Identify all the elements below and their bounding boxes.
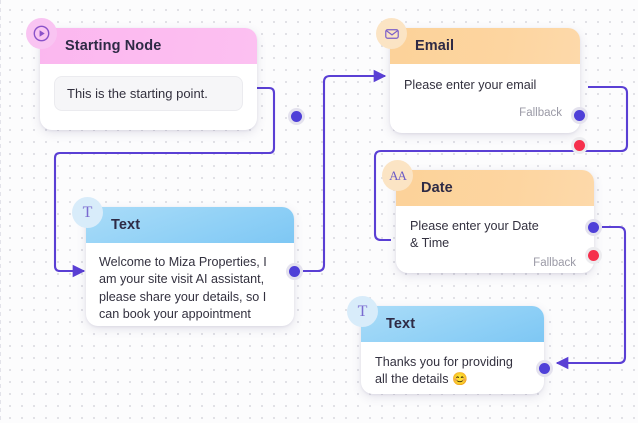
output-port-text-welcome[interactable] — [286, 263, 303, 280]
email-prompt-text: Please enter your email — [404, 78, 537, 92]
node-body-text-thanks: Thanks you for providing all the details… — [361, 342, 544, 401]
output-port-start[interactable] — [288, 108, 305, 125]
fallback-row-email: Fallback — [404, 107, 562, 119]
node-title: Text — [386, 316, 416, 332]
node-header-text-thanks: Text — [361, 306, 544, 342]
t-glyph: T — [357, 302, 368, 320]
date-prompt-text: Please enter your Date & Time — [410, 219, 539, 251]
envelope-icon — [376, 18, 407, 49]
node-date[interactable]: AA Date Please enter your Date & Time Fa… — [382, 160, 602, 273]
port-dot — [588, 222, 599, 233]
welcome-prompt-text: Welcome to Miza Properties, I am your si… — [99, 255, 267, 322]
node-text-thanks[interactable]: T Text Thanks you for providing all the … — [347, 296, 553, 394]
aa-text-icon: AA — [382, 160, 413, 191]
node-header-email: Email — [390, 28, 580, 64]
output-port-text-thanks[interactable] — [536, 360, 553, 377]
output-port-date[interactable] — [585, 219, 602, 236]
node-header-text-welcome: Text — [86, 207, 294, 243]
node-text-welcome[interactable]: T Text Welcome to Miza Properties, I am … — [72, 197, 303, 326]
node-title: Starting Node — [65, 38, 162, 54]
port-dot — [289, 266, 300, 277]
node-email[interactable]: Email Please enter your email Fallback — [376, 18, 588, 154]
fallback-port-date[interactable] — [585, 247, 602, 264]
fallback-port-email[interactable] — [571, 137, 588, 154]
aa-glyph: AA — [389, 167, 407, 183]
canvas-left-rail — [0, 0, 1, 423]
fallback-label: Fallback — [533, 256, 576, 269]
fallback-label: Fallback — [519, 107, 562, 120]
fallback-row-date: Fallback — [410, 257, 576, 269]
port-dot — [539, 363, 550, 374]
node-header-date: Date — [396, 170, 594, 206]
port-dot — [291, 111, 302, 122]
output-port-email[interactable] — [571, 107, 588, 124]
node-body-start: This is the starting point. — [40, 64, 257, 125]
node-title: Date — [421, 180, 453, 196]
thanks-prompt-text: Thanks you for providing all the details… — [375, 355, 513, 387]
node-header-start: Starting Node — [40, 28, 257, 64]
text-t-icon: T — [72, 197, 103, 228]
edge-text-welcome-to-email — [303, 69, 387, 273]
node-title: Email — [415, 38, 455, 54]
node-body-date: Please enter your Date & Time Fallback — [396, 206, 594, 279]
node-title: Text — [111, 217, 141, 233]
play-icon — [26, 18, 57, 49]
text-t-icon: T — [347, 296, 378, 327]
t-glyph: T — [82, 203, 93, 221]
port-dot — [588, 250, 599, 261]
starting-point-field[interactable]: This is the starting point. — [54, 76, 243, 111]
port-dot — [574, 140, 585, 151]
node-body-text-welcome: Welcome to Miza Properties, I am your si… — [86, 243, 294, 336]
node-starting-node[interactable]: Starting Node This is the starting point… — [26, 18, 305, 130]
node-body-email: Please enter your email Fallback — [390, 64, 580, 129]
port-dot — [574, 110, 585, 121]
